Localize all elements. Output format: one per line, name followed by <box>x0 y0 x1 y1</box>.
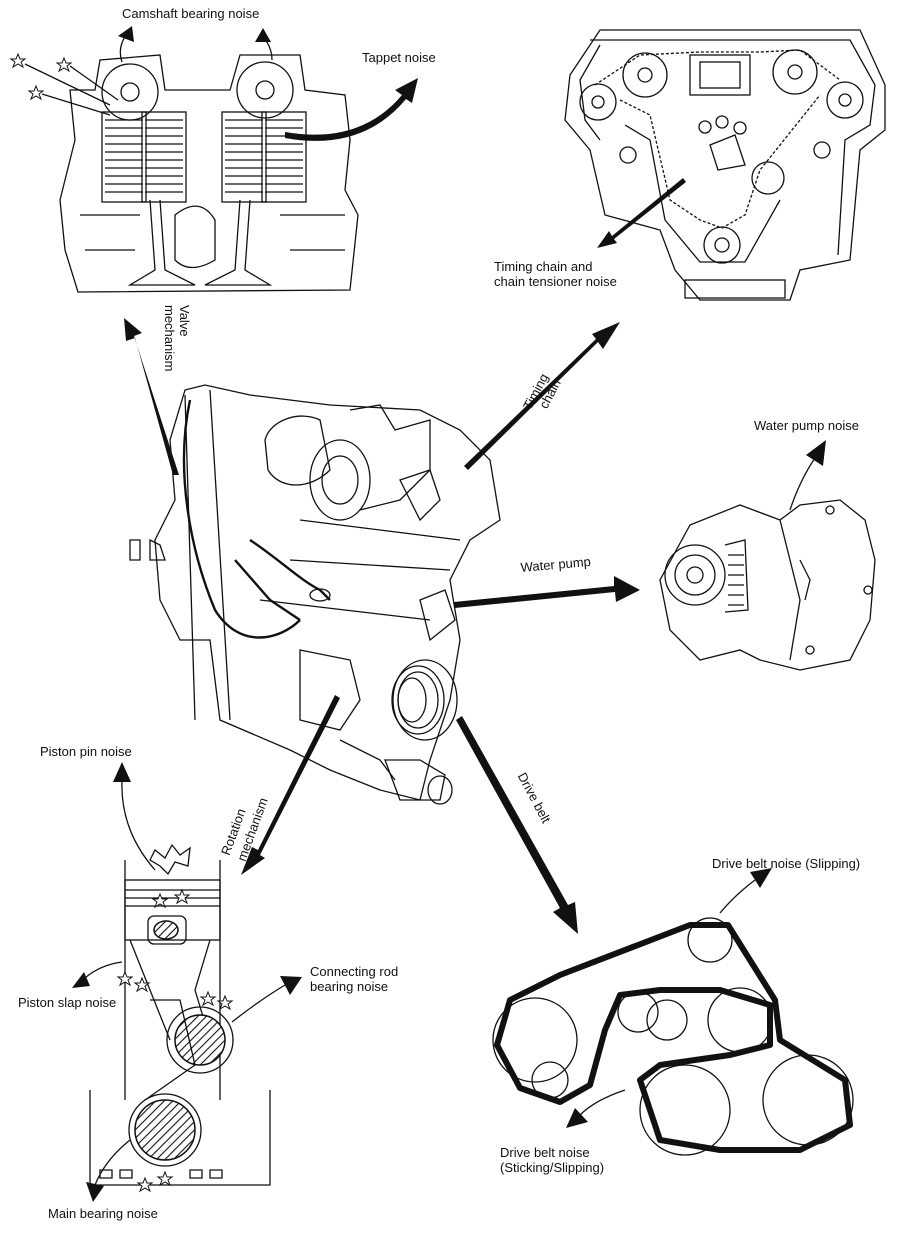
timing-chain-noise-arrow <box>597 178 686 248</box>
valve-mechanism-arrow <box>124 318 179 475</box>
timing-chain-illustration <box>564 29 886 301</box>
camshaft-noise-arrows <box>118 26 273 63</box>
drive-belt-arrow <box>456 716 578 934</box>
label-piston-pin-noise: Piston pin noise <box>40 744 132 759</box>
water-pump-noise-arrow <box>789 440 826 511</box>
label-valve-mechanism-line1: Valve <box>177 305 192 337</box>
label-camshaft-bearing-noise: Camshaft bearing noise <box>122 6 260 21</box>
label-connecting-rod-noise-line2: bearing noise <box>310 979 389 994</box>
label-timing-chain-noise-line2: chain tensioner noise <box>494 274 617 289</box>
label-drive-belt-noise-sticking-line1: Drive belt noise <box>500 1145 590 1160</box>
label-valve-mechanism-line2: mechanism <box>162 305 177 372</box>
timing-chain-arrow <box>464 322 620 470</box>
piston-stars <box>116 888 234 1193</box>
star-markers-camshaft <box>9 52 119 116</box>
label-water-pump-noise: Water pump noise <box>754 418 860 433</box>
piston-noise-arrows <box>72 762 302 1202</box>
label-piston-slap-noise: Piston slap noise <box>18 995 117 1010</box>
water-pump-illustration <box>659 499 876 671</box>
engine-illustration <box>129 384 501 805</box>
water-pump-arrow <box>454 576 640 608</box>
tappet-noise-arrow <box>285 78 418 141</box>
label-drive-belt-noise-sticking-line2: (Sticking/Slipping) <box>500 1160 605 1175</box>
piston-illustration <box>89 843 271 1186</box>
cylinder-head-illustration <box>59 54 359 293</box>
label-timing-chain-noise-line1: Timing chain and <box>494 259 593 274</box>
label-main-bearing-noise: Main bearing noise <box>48 1206 158 1221</box>
drive-belt-illustration <box>492 917 854 1156</box>
drive-belt-noise-arrows <box>566 868 772 1128</box>
label-drive-belt-noise-slipping: Drive belt noise (Slipping) <box>712 856 861 871</box>
valve-springs <box>101 111 307 203</box>
rotation-mechanism-arrow <box>241 695 340 875</box>
label-connecting-rod-noise-line1: Connecting rod <box>310 964 399 979</box>
label-tappet-noise: Tappet noise <box>362 50 436 65</box>
